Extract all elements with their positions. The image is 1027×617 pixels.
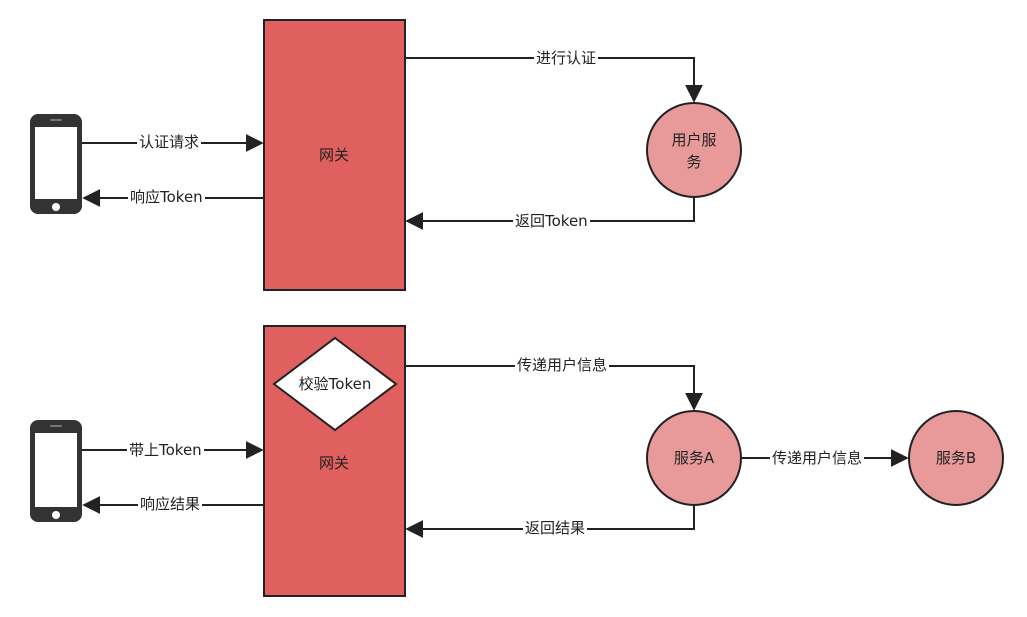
edge-return-result-label: 返回结果 xyxy=(523,519,588,537)
user-service-label-line2: 务 xyxy=(686,153,702,171)
service-b-label: 服务B xyxy=(935,449,977,467)
service-b-node xyxy=(908,410,1004,506)
validate-token-label: 校验Token xyxy=(298,375,372,393)
edge-with-token-label: 带上Token xyxy=(127,441,204,459)
service-a-label: 服务A xyxy=(673,449,715,467)
gateway-box xyxy=(263,19,406,291)
edge-do-auth-line xyxy=(405,57,703,103)
edge-auth-request-label: 认证请求 xyxy=(137,133,202,151)
edge-pass-user-info-line xyxy=(405,365,703,411)
user-service-label-line1: 用户服 xyxy=(671,131,717,149)
edge-return-result-line xyxy=(405,505,695,538)
edge-return-token-line xyxy=(405,197,695,230)
gateway-label-bottom: 网关 xyxy=(318,454,349,472)
edge-respond-result-label: 响应结果 xyxy=(138,495,203,513)
gateway-label: 网关 xyxy=(318,146,349,164)
validate-token-diamond xyxy=(272,336,398,432)
edge-return-token-label: 返回Token xyxy=(513,212,590,230)
edge-pass-user-info-label: 传递用户信息 xyxy=(515,356,610,374)
edge-do-auth-label: 进行认证 xyxy=(534,49,599,67)
edge-pass-user-info-b-label: 传递用户信息 xyxy=(770,449,865,467)
user-service-node xyxy=(646,102,742,198)
phone-icon-bottom xyxy=(30,420,82,522)
edge-respond-token-label: 响应Token xyxy=(128,188,205,206)
phone-icon xyxy=(30,114,82,214)
